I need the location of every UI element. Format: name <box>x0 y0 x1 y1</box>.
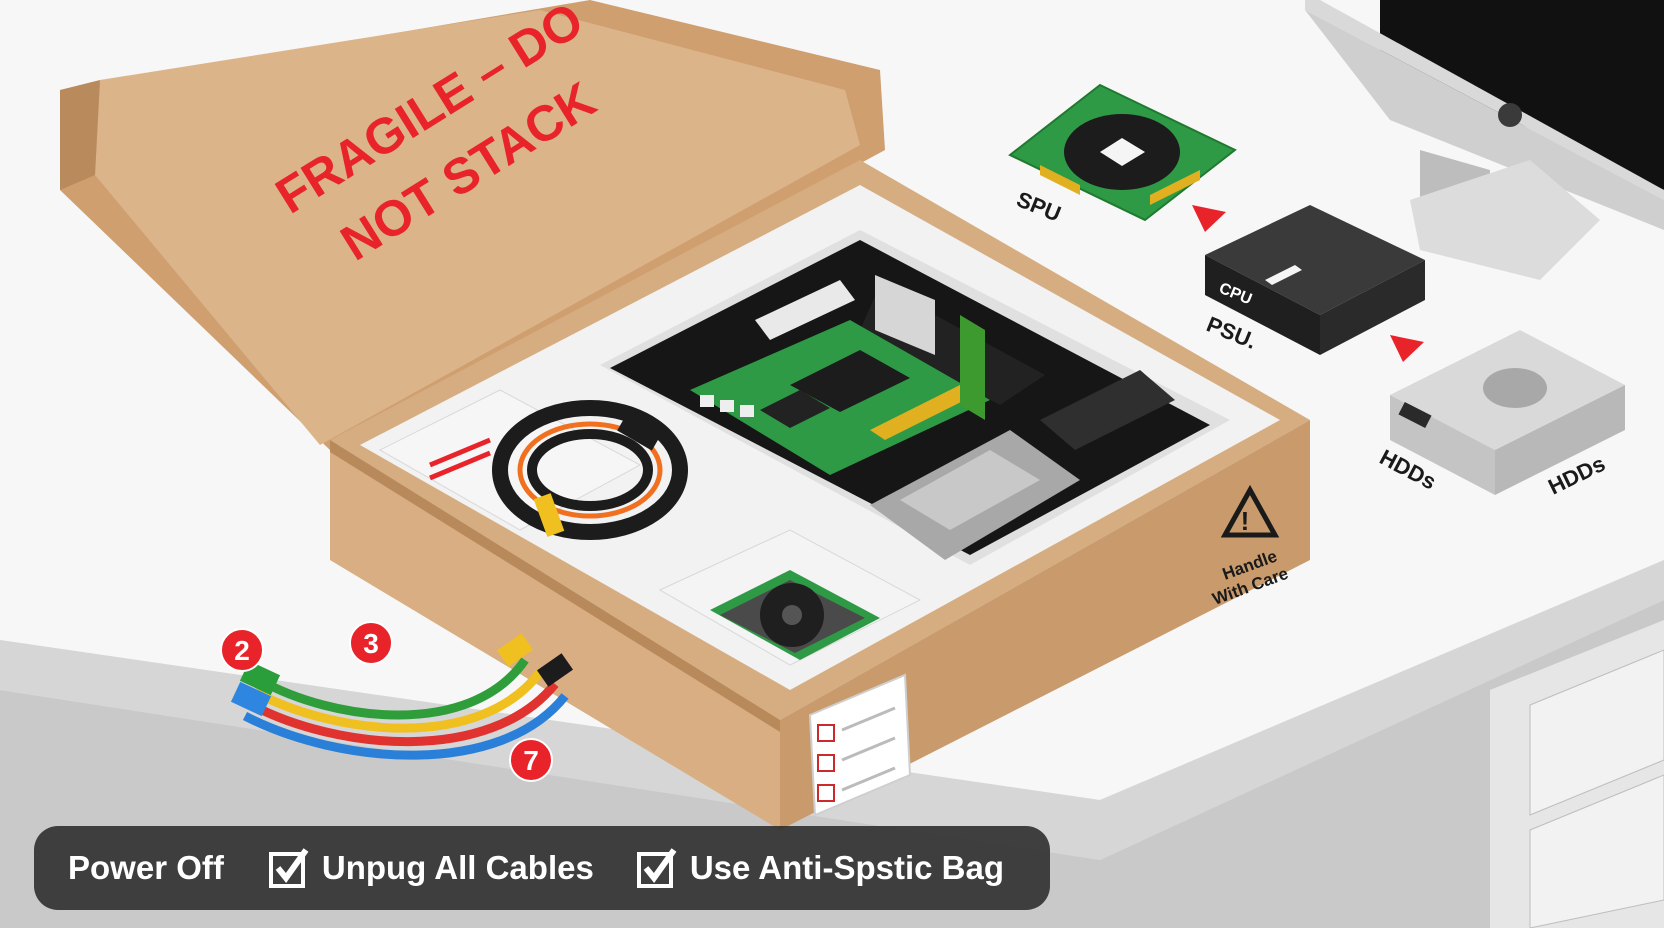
checkbox-checked-icon <box>268 848 309 888</box>
cable-compartment <box>378 389 688 540</box>
cable-marker-3: 3 <box>349 621 393 665</box>
power-off-item: Power Off <box>68 849 224 886</box>
warning-triangle-icon <box>1220 484 1280 538</box>
ribbon-cables <box>230 633 574 760</box>
checklist-bar: Power Off Unpug All Cables Use Anti-Spst… <box>34 826 1050 910</box>
power-cable <box>492 400 688 540</box>
drawer-front <box>1529 774 1664 928</box>
unplug-cables-label: Unpug All Cables <box>321 849 594 886</box>
checklist-sticker-icon <box>808 673 912 817</box>
chipset <box>790 350 910 412</box>
anti-static-bag-label: Use Anti-Spstic Bag <box>689 849 1004 886</box>
monitor <box>1305 0 1664 280</box>
fan-grille <box>1040 370 1175 450</box>
checkbox-checked-icon <box>636 848 677 888</box>
hdd-unit: HDDs HDDs <box>1376 330 1625 499</box>
motherboard <box>690 275 990 475</box>
cable-marker-2: 2 <box>220 628 264 672</box>
cable-plug <box>617 411 663 451</box>
svg-text:!: ! <box>1241 506 1250 536</box>
desk-edge <box>0 560 1664 860</box>
cable-marker-7-label: 7 <box>523 745 539 776</box>
cooler-compartment <box>658 529 922 666</box>
anti-static-bag-item: Use Anti-Spstic Bag <box>636 847 1004 889</box>
arrow-down-right-icon <box>1390 335 1424 362</box>
apple-logo-icon <box>1498 103 1522 127</box>
unplug-cables-item: Unpug All Cables <box>268 847 594 889</box>
cable-marker-2-label: 2 <box>234 635 250 666</box>
drawer-front <box>1529 649 1664 816</box>
pcie-slot <box>870 385 975 440</box>
cable-marker-7: 7 <box>509 738 553 782</box>
spu-board: SPU <box>1008 83 1237 227</box>
cable-marker-3-label: 3 <box>363 628 379 659</box>
arrow-down-right-icon <box>1192 205 1226 232</box>
ram-slot <box>960 315 985 420</box>
psu-unit: CPU PSU. <box>1203 205 1425 355</box>
